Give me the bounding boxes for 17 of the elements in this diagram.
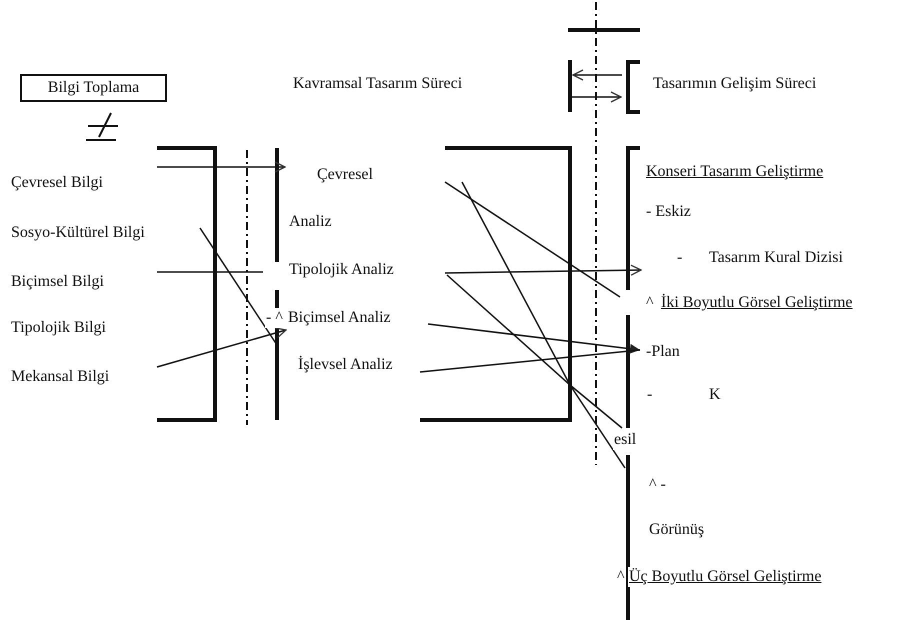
- input-label: Çevresel Bilgi: [10, 173, 104, 193]
- stage-heading: İki Boyutlu Görsel Geliştirme: [660, 293, 854, 313]
- analysis-label: İşlevsel Analiz: [297, 355, 394, 375]
- list-item: Görünüş: [648, 520, 706, 540]
- stage-heading: Üç Boyutlu Görsel Geliştirme: [628, 567, 822, 587]
- label-box: Bilgi Toplama: [20, 74, 167, 102]
- analysis-label: Tipolojik Analiz: [288, 260, 395, 280]
- input-label: Mekansal Bilgi: [10, 367, 110, 387]
- input-label: Sosyo-Kültürel Bilgi: [10, 223, 146, 243]
- stage-heading: Konseri Tasarım Geliştirme: [645, 162, 824, 182]
- process-title: Tasarımın Gelişim Süreci: [652, 74, 818, 94]
- list-marker: - ^: [265, 308, 284, 328]
- analysis-label: Biçimsel Analiz: [287, 308, 392, 328]
- input-label: Tipolojik Bilgi: [10, 318, 107, 338]
- input-label: Biçimsel Bilgi: [10, 272, 105, 292]
- text-fragment: esil: [613, 430, 638, 450]
- analysis-label: Çevresel: [316, 165, 374, 185]
